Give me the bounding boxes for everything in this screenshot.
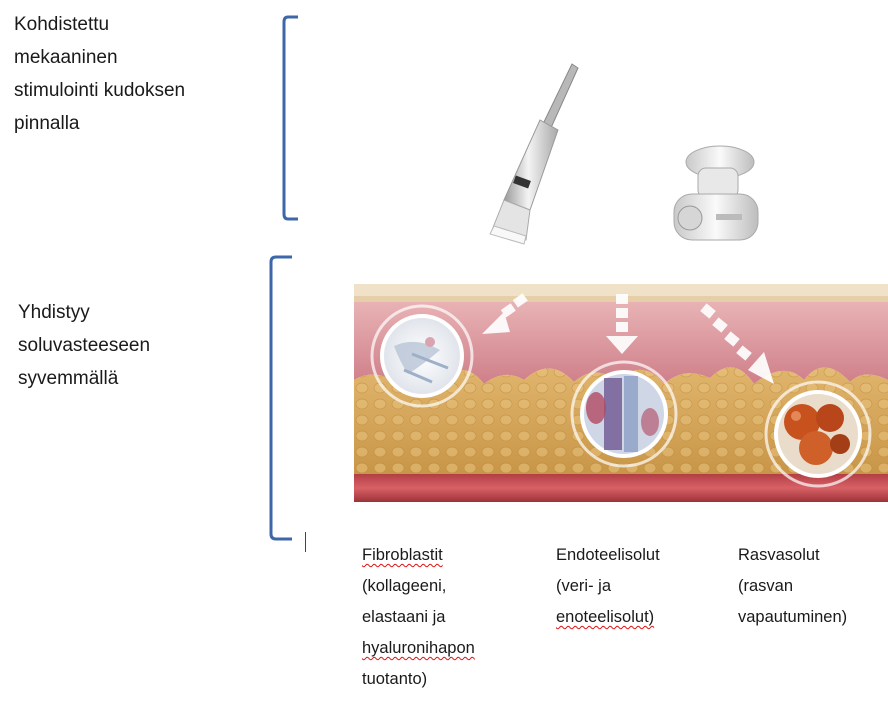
top-bracket xyxy=(276,14,306,224)
endothelial-label: Endoteelisolut (veri- ja enoteelisolut) xyxy=(556,540,660,633)
text-line: Yhdistyy xyxy=(18,296,150,329)
bottom-bracket xyxy=(262,254,298,544)
label-line: vapautuminen) xyxy=(738,602,847,633)
roller-device-icon xyxy=(660,142,770,252)
endothelial-cell-icon xyxy=(572,362,676,466)
text-line: stimulointi kudoksen xyxy=(14,74,185,107)
label-line: hyaluronihapon xyxy=(362,633,475,664)
label-line: Fibroblastit xyxy=(362,540,475,571)
label-line: (kollageeni, xyxy=(362,571,475,602)
label-line: enoteelisolut) xyxy=(556,602,660,633)
fat-cell-icon xyxy=(766,382,870,486)
text-line: mekaaninen xyxy=(14,41,185,74)
fibroblast-label: Fibroblastit (kollageeni, elastaani ja h… xyxy=(362,540,475,695)
label-line: (veri- ja xyxy=(556,571,660,602)
text-line: soluvasteeseen xyxy=(18,329,150,362)
fibroblast-cell-icon xyxy=(372,306,472,406)
mechanical-stimulation-text: Kohdistettu mekaaninen stimulointi kudok… xyxy=(14,8,185,140)
label-line: tuotanto) xyxy=(362,664,475,695)
label-line: Endoteelisolut xyxy=(556,540,660,571)
label-line: Rasvasolut xyxy=(738,540,847,571)
label-line: (rasvan xyxy=(738,571,847,602)
handpiece-device-icon xyxy=(470,60,600,250)
cellular-response-text: Yhdistyy soluvasteeseen syvemmällä xyxy=(18,296,150,395)
label-line: elastaani ja xyxy=(362,602,475,633)
skin-cross-section xyxy=(354,284,888,506)
text-line: syvemmällä xyxy=(18,362,150,395)
fat-cell-label: Rasvasolut (rasvan vapautuminen) xyxy=(738,540,847,633)
text-cursor xyxy=(305,532,306,552)
text-line: Kohdistettu xyxy=(14,8,185,41)
text-line: pinnalla xyxy=(14,107,185,140)
